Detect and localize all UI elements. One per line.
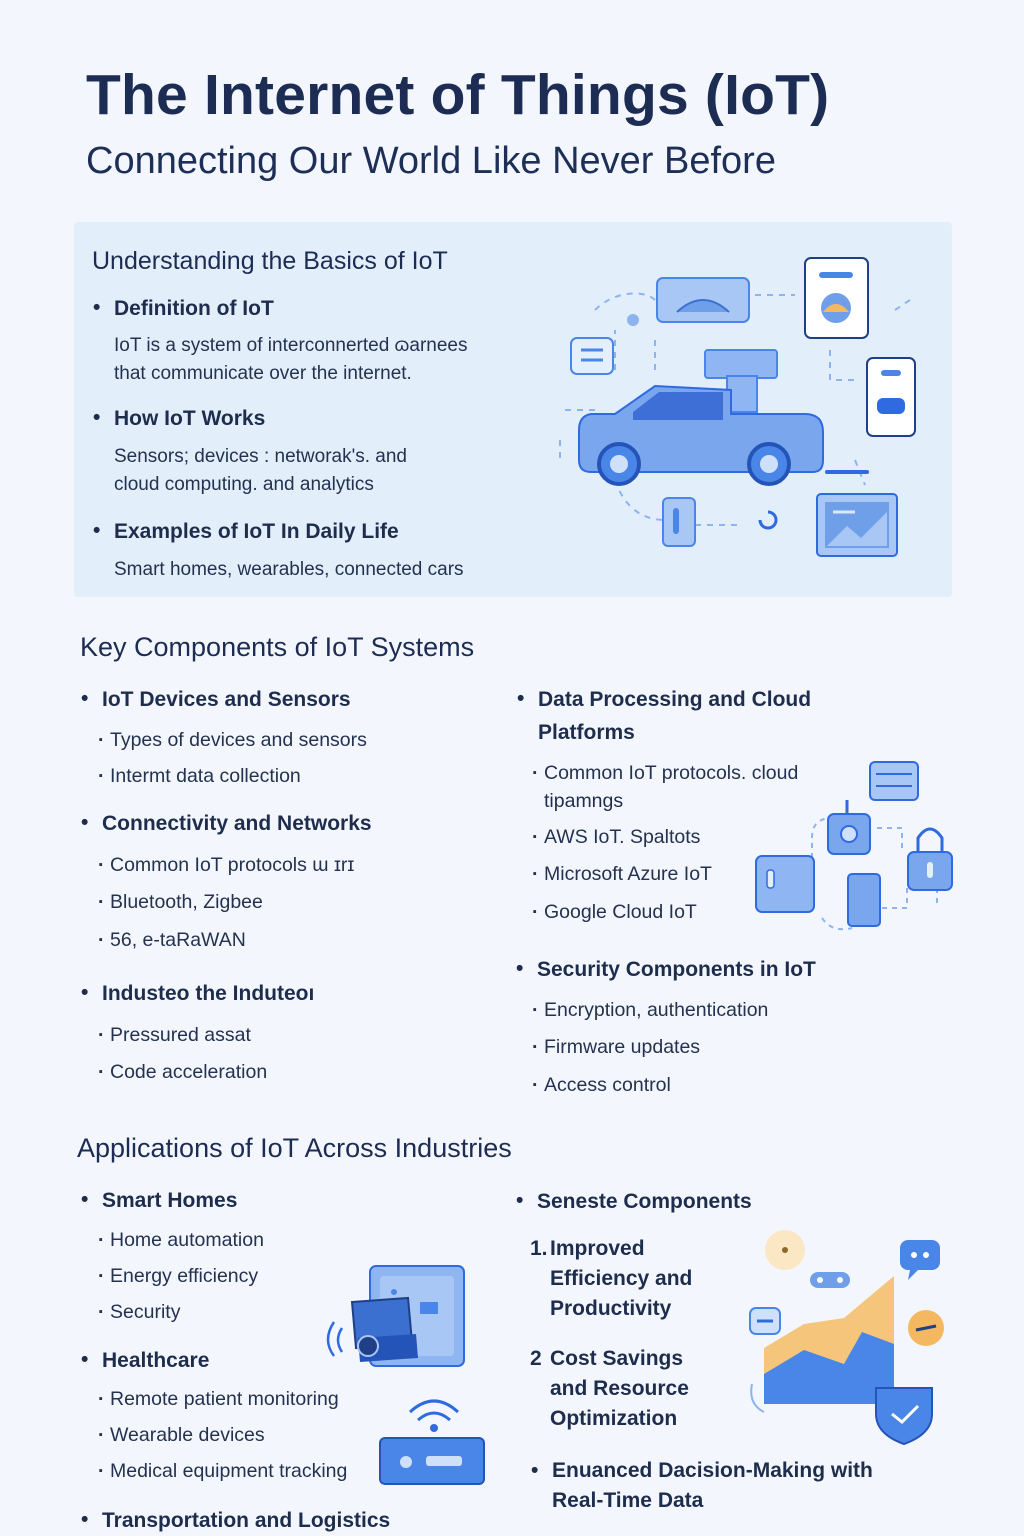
component-sub: 56, e-taRaWAN [98, 929, 246, 952]
component-title: Security Components in IoT [516, 957, 816, 982]
text-line: that communicate over the internet. [114, 363, 412, 384]
page-title: The Internet of Things (IoT) [86, 63, 830, 127]
component-sub: Common IoT protocols ɯ ɪrɪ [98, 854, 354, 877]
components-heading: Key Components of IoT Systems [80, 632, 475, 662]
basics-item-title: Definition of IoT [93, 296, 274, 321]
text-line: cloud computing. and analytics [114, 474, 374, 495]
benefit-line: Optimization [550, 1407, 678, 1430]
basics-item-text: Smart homes, wearables, connected cars [114, 556, 464, 584]
benefit-line: Cost Savings [550, 1347, 684, 1370]
growth-chart-illustration [749, 1230, 944, 1446]
component-sub: Firmware updates [532, 1036, 700, 1059]
component-title: IoT Devices and Sensors [81, 687, 351, 712]
component-sub: Access control [532, 1074, 671, 1097]
benefit-line: Improved [550, 1237, 645, 1260]
wearable-device-illustration [379, 1399, 485, 1485]
benefit-item-1: 1. Improved Efficiency and Productivity [530, 1234, 693, 1324]
text-line: IoT is a system of interconnerted ɷarnee… [114, 335, 468, 356]
text-line: Smart homes, wearables, connected cars [114, 559, 464, 580]
basics-item-text: Sensors; devices : networak's. and cloud… [114, 443, 407, 499]
component-sub: Encryption, authentication [532, 999, 768, 1022]
connected-car-illustration [559, 257, 916, 557]
benefit-line: and Resource [550, 1377, 689, 1400]
basics-item-title: How IoT Works [93, 406, 265, 431]
component-title: Connectivity and Networks [81, 811, 372, 836]
applications-heading: Applications of IoT Across Industries [77, 1133, 512, 1163]
benefit-index: 2 [530, 1347, 542, 1370]
application-sub: Remote patient monitoring [98, 1388, 339, 1411]
cloud-network-illustration [755, 761, 953, 931]
application-sub: Home automation [98, 1229, 264, 1252]
component-sub: Microsoft Azure IoT [532, 863, 712, 886]
component-sub: Intermt data collection [98, 765, 301, 788]
component-title: Data Processing and Cloud [517, 687, 811, 712]
application-sub: Energy efficiency [98, 1265, 258, 1288]
benefit-line: Productivity [550, 1297, 672, 1320]
component-sub: Code acceleration [98, 1061, 267, 1084]
benefits-title: Seneste Components [516, 1189, 752, 1214]
benefit-item-3: • Enuanced Dacision-Making with Real-Tim… [531, 1456, 873, 1516]
application-title: Transportation and Logistics [81, 1508, 390, 1533]
benefit-index: 1. [530, 1237, 548, 1260]
component-title: Industeo the Induteoı [81, 981, 314, 1006]
component-sub: Bluetooth, Zigbee [98, 891, 263, 914]
benefit-item-2: 2 Cost Savings and Resource Optimization [530, 1344, 689, 1434]
bullet: • [531, 1459, 539, 1482]
text-line: Sensors; devices : networak's. and [114, 446, 407, 467]
component-sub: AWS IoT. Spaltots [532, 826, 700, 849]
component-sub: Pressured assat [98, 1024, 251, 1047]
basics-heading: Understanding the Basics of IoT [92, 247, 448, 275]
benefit-line: Efficiency and [550, 1267, 693, 1290]
application-sub: Wearable devices [98, 1424, 265, 1447]
application-sub: Security [98, 1301, 181, 1324]
component-sub: Types of devices and sensors [98, 729, 367, 752]
application-title: Smart Homes [81, 1188, 237, 1213]
component-sub: Common IoT protocols. cloud [532, 762, 798, 785]
component-title-cont: Platforms [538, 721, 635, 744]
basics-item-title: Examples of IoT In Daily Life [93, 519, 399, 544]
component-sub-cont: tipamngs [544, 790, 624, 812]
basics-item-text: IoT is a system of interconnerted ɷarnee… [114, 332, 468, 388]
page-subtitle: Connecting Our World Like Never Before [86, 140, 776, 182]
component-sub: Google Cloud IoT [532, 901, 697, 924]
benefit-line: Enuanced Dacision-Making with [552, 1459, 873, 1482]
benefit-line: Real-Time Data [552, 1489, 704, 1512]
application-sub: Medical equipment tracking [98, 1460, 347, 1483]
smart-camera-illustration [326, 1265, 465, 1367]
application-title: Healthcare [81, 1348, 209, 1373]
